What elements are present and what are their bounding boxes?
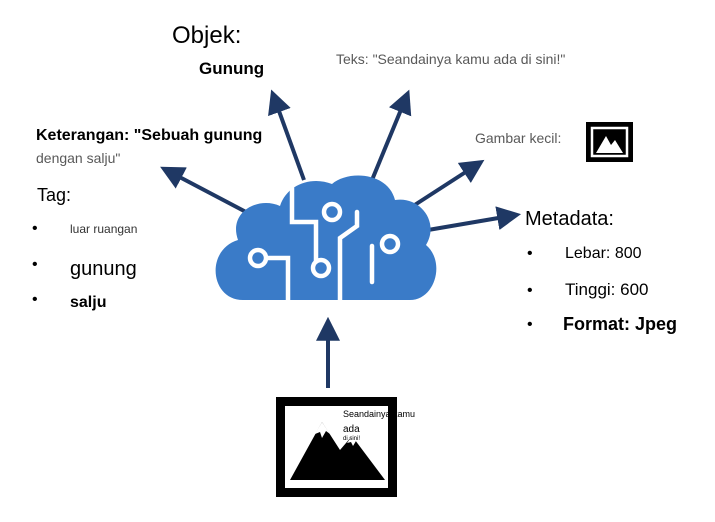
metadata-title: Metadata:	[525, 208, 614, 230]
tag-bullet: •	[32, 291, 38, 308]
objects-title: Objek:	[172, 22, 242, 49]
arrow-to-objects	[268, 89, 306, 181]
input-image-text-line1: Seandainya kamu	[343, 409, 416, 419]
tag-item: luar ruangan	[70, 222, 138, 236]
text-output-label: Teks: "Seandainya kamu ada di sini!"	[336, 51, 566, 67]
arrow-to-thumbnail	[408, 159, 485, 210]
metadata-item: Format: Jpeg	[563, 314, 678, 334]
tag-item: gunung	[70, 258, 137, 280]
arrow-to-metadata	[427, 206, 522, 232]
caption-line2: dengan salju"	[36, 150, 121, 166]
metadata-item: Tinggi: 600	[565, 280, 649, 299]
arrow-to-text	[370, 89, 412, 181]
input-image-text-line2: ada	[343, 424, 360, 435]
cloud-circuit-icon	[215, 175, 437, 303]
caption-line1: Keterangan: "Sebuah gunung	[36, 127, 263, 144]
metadata-bullet: •	[527, 282, 533, 299]
tag-bullet: •	[32, 256, 38, 273]
input-image-text-line3: di sini!	[343, 436, 361, 442]
objects-item: Gunung	[199, 59, 265, 78]
thumbnail-label: Gambar kecil:	[475, 130, 562, 146]
tag-bullet: •	[32, 220, 38, 237]
metadata-item: Lebar: 800	[565, 245, 642, 262]
arrow-to-caption	[160, 166, 247, 214]
image-thumbnail-icon	[586, 122, 633, 162]
metadata-bullet: •	[527, 316, 533, 333]
tag-item: salju	[70, 294, 107, 311]
metadata-bullet: •	[527, 245, 533, 262]
tags-title: Tag:	[37, 185, 72, 205]
mountain-image-icon	[276, 397, 397, 497]
